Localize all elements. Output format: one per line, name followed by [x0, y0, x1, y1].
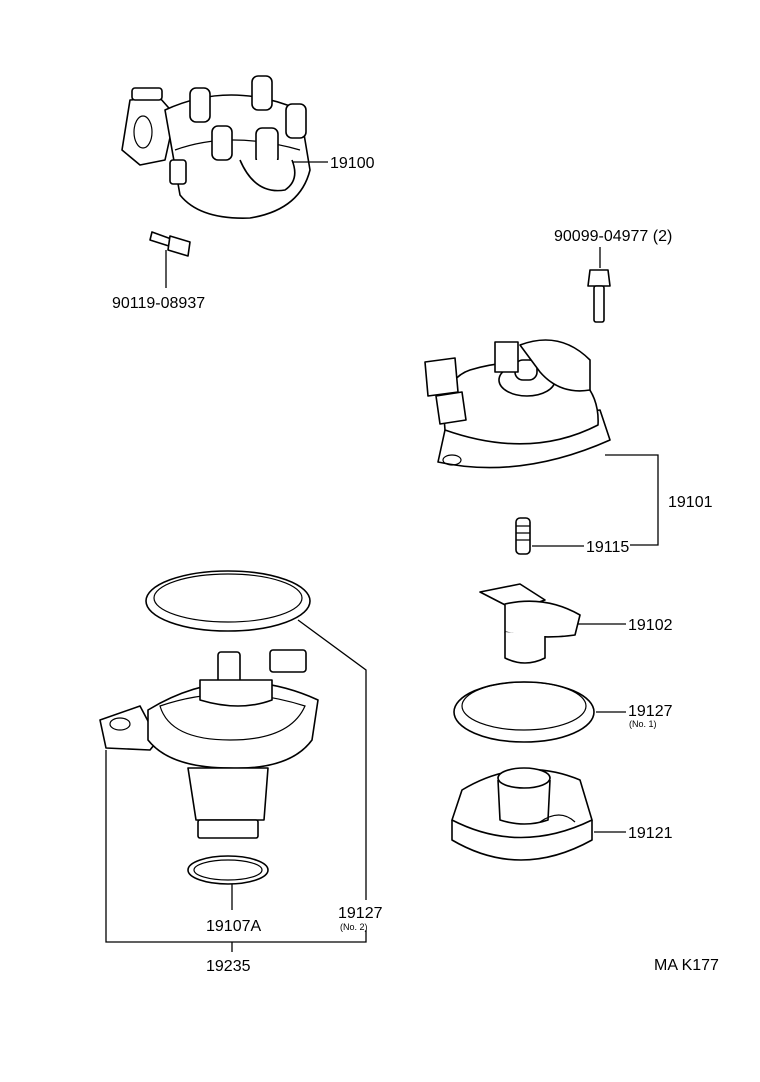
- part-note-no1: (No. 1): [629, 719, 657, 729]
- bolt-drawing: [149, 231, 191, 257]
- distributor-housing-drawing: [99, 649, 319, 839]
- distributor-cap-drawing: [424, 339, 611, 469]
- screw-drawing: [587, 269, 611, 323]
- part-label-19107A: 19107A: [206, 918, 261, 935]
- dust-cover-drawing: [451, 767, 593, 861]
- gasket-no1-drawing: [453, 681, 595, 743]
- o-ring-drawing: [187, 855, 269, 885]
- carbon-spring-drawing: [515, 517, 531, 555]
- part-label-19235: 19235: [206, 958, 251, 975]
- leader-19235: [105, 750, 367, 952]
- part-label-19115: 19115: [586, 539, 629, 556]
- diagram-code: MA K177: [654, 957, 719, 974]
- part-label-90119-08937: 90119-08937: [112, 295, 205, 312]
- rotor-drawing: [479, 583, 581, 664]
- leader-19101: [605, 454, 659, 546]
- gasket-no2-drawing: [145, 570, 311, 632]
- part-label-19127-no2: 19127: [338, 905, 383, 922]
- part-label-90099-04977: 90099-04977 (2): [554, 228, 672, 245]
- part-label-19121: 19121: [628, 825, 673, 842]
- leader-19127-no2: [297, 619, 367, 900]
- part-note-no2: (No. 2): [340, 922, 368, 932]
- part-label-19101: 19101: [668, 494, 713, 511]
- part-label-19100: 19100: [330, 155, 375, 172]
- part-label-19102: 19102: [628, 617, 673, 634]
- part-label-19127-no1: 19127: [628, 703, 673, 720]
- distributor-assembly-drawing: [121, 75, 311, 219]
